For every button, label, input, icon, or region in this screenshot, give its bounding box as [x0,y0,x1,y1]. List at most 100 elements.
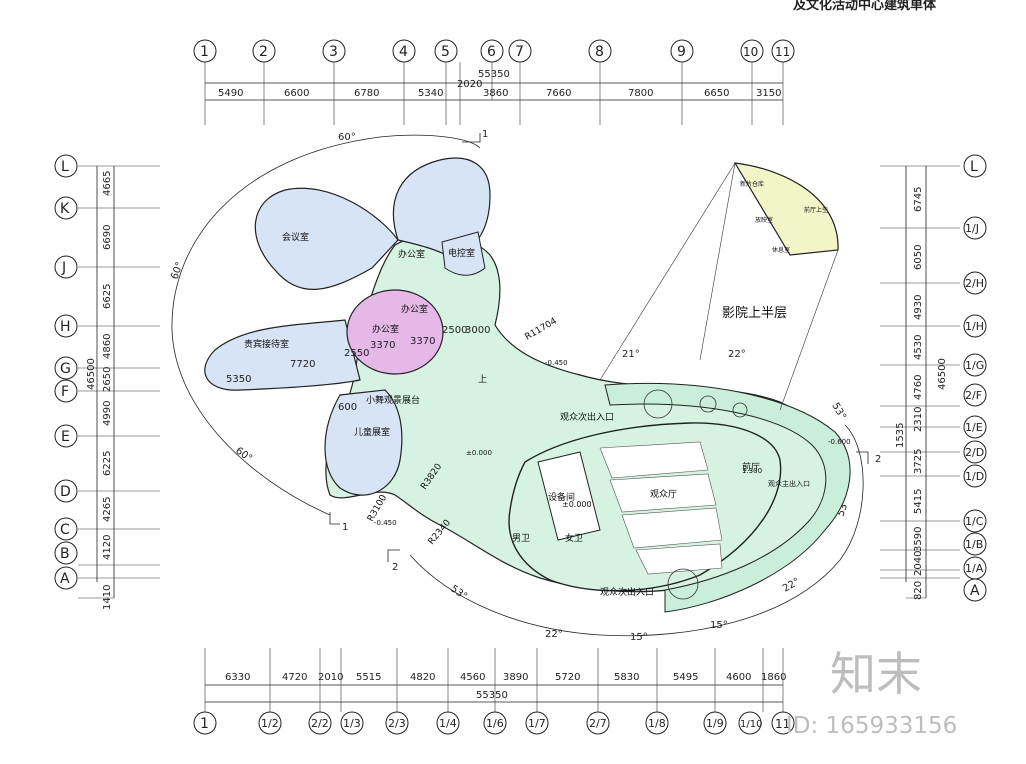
axis-label: 8 [595,44,604,60]
watermark-id: ID: 165933156 [786,713,957,739]
axis-label: A [970,583,980,599]
right-dim: 6745 [913,187,924,212]
top-dim: 3860 [483,88,508,99]
axis-label: K [60,201,70,217]
top-gap-dim: 2020 [457,79,482,90]
bottom-dim: 5515 [356,672,381,683]
plan-dim: 5350 [226,374,251,385]
axis-label: 6 [487,44,496,60]
plan-dim: 7720 [290,359,315,370]
inset-room: 放映室 [755,216,773,224]
room-label-main-entry: 观众主出入口 [768,479,810,488]
left-dim: 2650 [102,367,113,392]
room-label-control: 电控室 [448,247,475,259]
room-label-foyer: 前厅 [742,461,760,473]
axis-label: 1/2 [261,717,279,730]
level-mark: ±0.000 [466,449,492,457]
axis-label: 1/E [965,421,983,434]
axis-label: 4 [399,44,408,60]
angle-label: 53° [829,401,847,422]
plan-dim: 600 [338,402,357,413]
angle-label: 53° [448,583,469,602]
left-dimension-chain: 4665 6690 6625 4860 2650 4990 6225 4265 … [78,165,160,610]
top-dim: 7660 [546,88,571,99]
axis-label: 9 [677,44,686,60]
plan-dim: 2550 [344,348,369,359]
section-number: 2 [392,562,398,573]
angle-label: 22° [728,349,746,360]
room-label-equipment: 设备间 [548,491,575,503]
left-dim: 4265 [102,497,113,522]
room-label-small-stage: 小舞观景展台 [366,394,420,406]
plan-dim: 3370 [410,336,435,347]
cinema-upper-inset: 新片仓库 放映室 前厅上空 休息室 [599,162,839,411]
angle-label: 60° [233,445,254,464]
right-dim: 6050 [913,245,924,270]
bottom-dim: 3890 [503,672,528,683]
angle-label: 22° [781,576,802,594]
top-dim: 5490 [218,88,243,99]
top-dim: 6650 [704,88,729,99]
axis-label: 2/7 [589,717,607,730]
axis-label: L [970,159,978,175]
bottom-dimension-chain: 6330 4720 2010 5515 4820 4560 3890 5720 … [204,648,786,712]
axis-label: 1/7 [528,717,546,730]
room-label-exit: 观众次出入口 [600,586,654,598]
axis-label: 1/6 [486,717,504,730]
right-dim: 2310 [913,407,924,432]
plan-dim: 3370 [370,340,395,351]
room-label-office: 办公室 [372,323,399,335]
left-dim: 6625 [102,284,113,309]
axis-label: 2/F [965,389,982,402]
angle-label: 60° [169,261,185,281]
axis-label: G [60,361,71,377]
axis-label: 1/C [965,515,984,528]
seating-blocks [599,441,723,575]
bottom-dim: 2010 [318,672,343,683]
top-dim: 5340 [418,88,443,99]
bottom-dim: 4820 [410,672,435,683]
axis-label: J [61,260,66,276]
bottom-dim: 4720 [282,672,307,683]
section-number: 1 [482,129,488,140]
room-label-vip: 贵宾接待室 [244,338,289,350]
right-extra-dim: 820 [913,581,924,600]
bottom-axis-bubbles: 1 1/2 2/2 1/3 2/3 1/4 1/6 1/7 2/7 1/8 1/… [193,711,795,735]
top-dim: 7800 [628,88,653,99]
bottom-dim: 5495 [673,672,698,683]
room-label-women: 女卫 [565,532,583,544]
top-dim: 6780 [354,88,379,99]
top-dimension-chain: 55350 2020 5490 6600 6780 5340 3860 7660… [204,62,784,125]
level-mark: ±0.000 [562,500,592,509]
room-label-office: 办公室 [398,248,425,260]
vip-petal [204,319,361,391]
axis-label: 1/J [965,222,979,235]
angle-label: 15° [710,620,728,631]
top-dim: 6600 [284,88,309,99]
axis-label: 1/D [965,470,984,483]
axis-label: 2/D [965,446,984,459]
right-dim: 4930 [913,295,924,320]
level-mark: -0.450 [374,519,397,527]
top-total-dim: 55350 [478,69,510,80]
bottom-dim: 4600 [726,672,751,683]
right-dim: 2040 [913,551,924,576]
axis-label: 2 [259,44,268,60]
level-mark: -0.600 [828,438,851,446]
axis-label: 1/3 [343,717,361,730]
plan-dim: 2500 [442,325,467,336]
axis-label: F [61,384,69,400]
inset-room: 休息室 [772,246,790,254]
left-total-dim: 46500 [86,358,97,390]
room-label-audience: 观众厅 [650,489,677,500]
axis-label: 1 [200,44,209,60]
section-number: 2 [875,454,881,465]
bottom-dim: 4560 [460,672,485,683]
radius-label: R11704 [524,316,559,342]
axis-label: 11 [775,717,790,731]
stage-box [537,451,601,541]
axis-label: 5 [441,44,450,60]
left-dim: 6690 [102,225,113,250]
level-mark: 1.300 [742,467,762,475]
axis-label: 1/10 [740,719,762,730]
